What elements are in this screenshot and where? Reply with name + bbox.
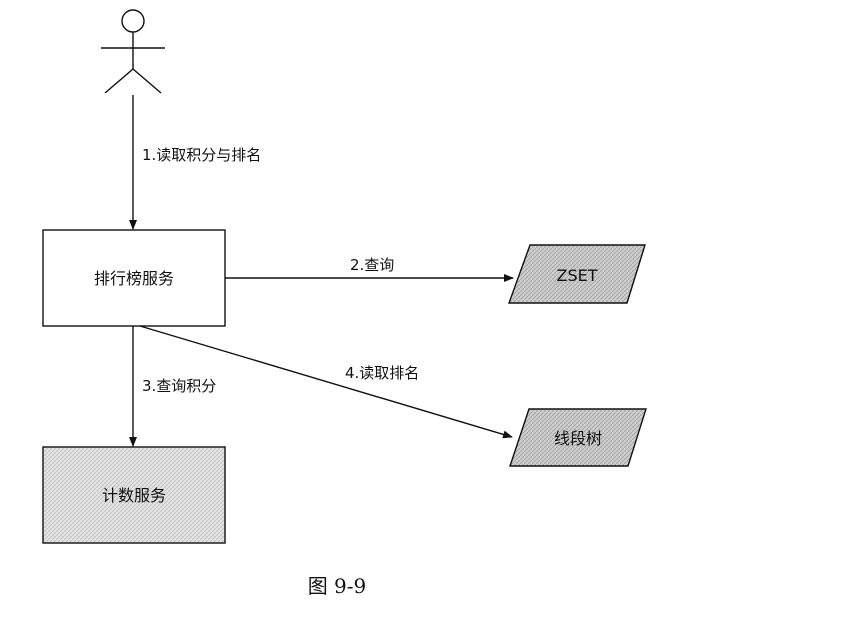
figure-caption: 图 9-9: [308, 574, 367, 598]
edge-read-score-rank-label: 1.读取积分与排名: [142, 146, 261, 164]
zset-store-shape: [508, 244, 646, 304]
counting-service-label: 计数服务: [102, 486, 166, 505]
ranking-service-label: 排行榜服务: [94, 269, 174, 288]
edge-read-rank-label: 4.读取排名: [345, 364, 419, 382]
segment-tree-shape: [509, 408, 647, 467]
zset-store-label: ZSET: [557, 266, 598, 285]
counting-service-box: [42, 446, 226, 544]
edge-query-score-label: 3.查询积分: [142, 377, 216, 395]
ranking-service-box: [42, 229, 226, 327]
edge-query-label: 2.查询: [350, 256, 394, 274]
user-actor-icon: [101, 9, 165, 94]
segment-tree-label: 线段树: [554, 429, 602, 448]
edge-read-rank-arrow: [139, 325, 513, 439]
